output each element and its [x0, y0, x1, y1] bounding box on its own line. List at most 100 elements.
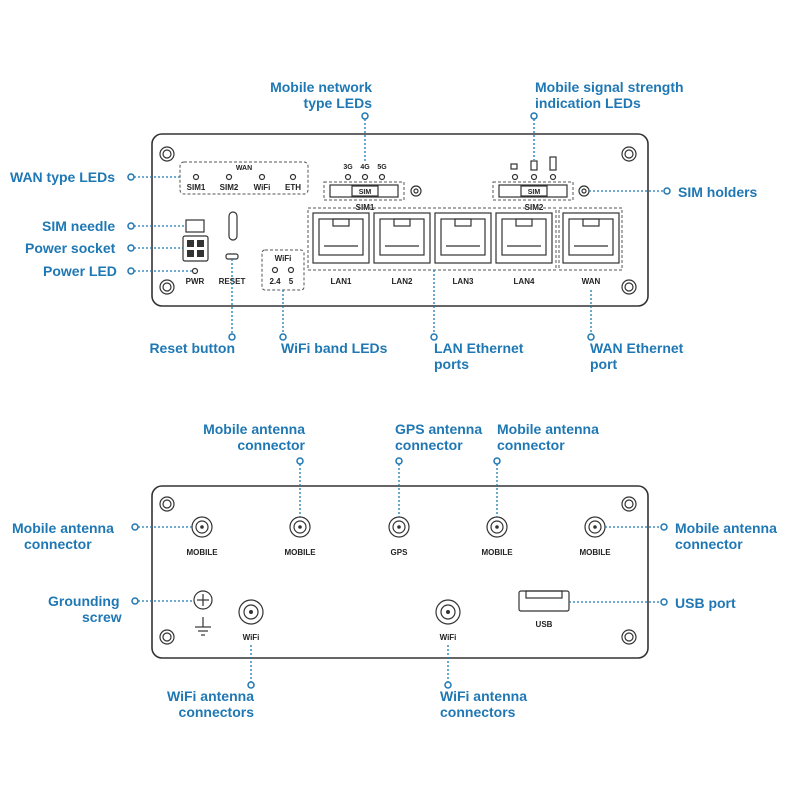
lan-port-label: LAN2: [392, 277, 413, 286]
callout-mobile-antenna-connector: Mobile antenna: [12, 520, 114, 536]
reset-label: RESET: [219, 277, 246, 286]
callout-mobile-antenna-connector: Mobile antenna: [497, 421, 599, 437]
led-icon: [271, 266, 279, 274]
led-icon: [344, 173, 352, 181]
wifi-connector-label: WiFi: [243, 633, 260, 642]
callout-marker: [127, 267, 135, 275]
network-type-label: 3G: [343, 164, 353, 171]
corner-screw-icon: [159, 496, 175, 512]
callout-wan-ethernet-port: port: [590, 356, 618, 372]
callout-usb-port: USB port: [675, 595, 736, 611]
led-icon: [289, 173, 297, 181]
callout-marker: [660, 598, 668, 606]
power-pin-icon: [197, 250, 204, 257]
callout-wifi-antenna-connectors: connectors: [179, 704, 255, 720]
led-icon: [192, 173, 200, 181]
wan-led-label: ETH: [285, 183, 301, 192]
wifi-band-label: 2.4: [269, 277, 281, 286]
wan-led-title: WAN: [236, 165, 252, 172]
power-socket-icon: [182, 235, 209, 262]
sim-needle-slot: [228, 211, 238, 241]
network-type-label: 5G: [377, 164, 387, 171]
connector-label: MOBILE: [284, 548, 316, 557]
screw-icon: [410, 185, 422, 197]
wan-led-label: SIM1: [187, 183, 206, 192]
wifi-connector-icon: [238, 599, 264, 625]
callout-reset-button: Reset button: [149, 340, 235, 356]
wan-led-label: SIM2: [220, 183, 239, 192]
corner-screw-icon: [621, 279, 637, 295]
callout-marker: [663, 187, 671, 195]
callout-gps-antenna-connector: connector: [395, 437, 463, 453]
callout-marker: [127, 244, 135, 252]
connector-label: GPS: [391, 548, 409, 557]
callout-marker: [131, 597, 139, 605]
signal-led-icon: [510, 163, 518, 170]
back-callouts: Mobile antenna connector GPS antenna con…: [12, 421, 777, 720]
callout-wan-type-leds: WAN type LEDs: [10, 169, 115, 185]
callout-marker: [361, 112, 369, 120]
corner-screw-icon: [621, 496, 637, 512]
callout-power-led: Power LED: [43, 263, 117, 279]
callout-marker: [530, 112, 538, 120]
callout-wan-ethernet-port: WAN Ethernet: [590, 340, 684, 356]
wan-led-label: WiFi: [254, 183, 271, 192]
callout-mobile-signal-strength-leds: indication LEDs: [535, 95, 641, 111]
led-icon: [549, 173, 557, 181]
lan-port-label: LAN4: [514, 277, 535, 286]
back-panel-body: [151, 485, 649, 659]
callout-mobile-antenna-connector: Mobile antenna: [203, 421, 305, 437]
wifi-connector-label: WiFi: [440, 633, 457, 642]
led-icon: [511, 173, 519, 181]
connector-label: MOBILE: [579, 548, 611, 557]
signal-led-icon: [549, 156, 557, 171]
callout-marker: [493, 457, 501, 465]
callout-marker: [131, 523, 139, 531]
callout-wifi-band-leds: WiFi band LEDs: [281, 340, 388, 356]
callout-mobile-signal-strength-leds: Mobile signal strength: [535, 79, 684, 95]
corner-screw-icon: [159, 279, 175, 295]
front-panel: WAN SIM1 SIM2 WiFi ETH 3G 4G 5G SIM SIM1: [151, 133, 649, 307]
callout-mobile-network-type-leds: Mobile network: [270, 79, 372, 95]
lan-port-label: LAN1: [331, 277, 352, 286]
lan-port-icon: [495, 212, 553, 264]
led-icon: [225, 173, 233, 181]
callout-marker: [444, 681, 452, 689]
callout-grounding-screw: Grounding: [48, 593, 120, 609]
wan-led-group: [179, 161, 309, 195]
callout-mobile-antenna-connector: connector: [24, 536, 92, 552]
led-icon: [378, 173, 386, 181]
callout-gps-antenna-connector: GPS antenna: [395, 421, 482, 437]
wan-port-label: WAN: [582, 277, 601, 286]
callout-wifi-antenna-connectors: WiFi antenna: [167, 688, 254, 704]
corner-screw-icon: [621, 146, 637, 162]
callout-marker: [660, 523, 668, 531]
back-panel: MOBILE MOBILE GPS MOBILE MOBILE WiFi WiF…: [151, 485, 649, 659]
sim1-slot: [351, 185, 379, 197]
wan-port-group: [558, 207, 623, 271]
led-icon: [530, 173, 538, 181]
ground-symbol-icon: [195, 617, 211, 636]
front-callouts: Mobile network type LEDs Mobile signal s…: [10, 79, 758, 372]
sim2-holder-frame: [492, 181, 574, 201]
callout-sim-holders: SIM holders: [678, 184, 758, 200]
wan-port-icon: [562, 212, 620, 264]
usb-port-tongue: [525, 590, 563, 599]
sim-slot-label: SIM: [528, 189, 541, 196]
lan-port-label: LAN3: [453, 277, 474, 286]
power-led-icon: [191, 267, 199, 275]
corner-screw-icon: [621, 629, 637, 645]
power-pin-icon: [197, 240, 204, 247]
callout-mobile-network-type-leds: type LEDs: [304, 95, 373, 111]
callout-mobile-antenna-connector: Mobile antenna: [675, 520, 777, 536]
led-icon: [361, 173, 369, 181]
callout-mobile-antenna-connector: connector: [497, 437, 565, 453]
connector-label: MOBILE: [186, 548, 218, 557]
wifi-connector-icon: [435, 599, 461, 625]
callout-mobile-antenna-connector: connector: [237, 437, 305, 453]
callout-power-socket: Power socket: [25, 240, 116, 256]
callout-wifi-antenna-connectors: WiFi antenna: [440, 688, 527, 704]
wifi-led-title: WiFi: [275, 254, 292, 263]
callout-marker: [296, 457, 304, 465]
